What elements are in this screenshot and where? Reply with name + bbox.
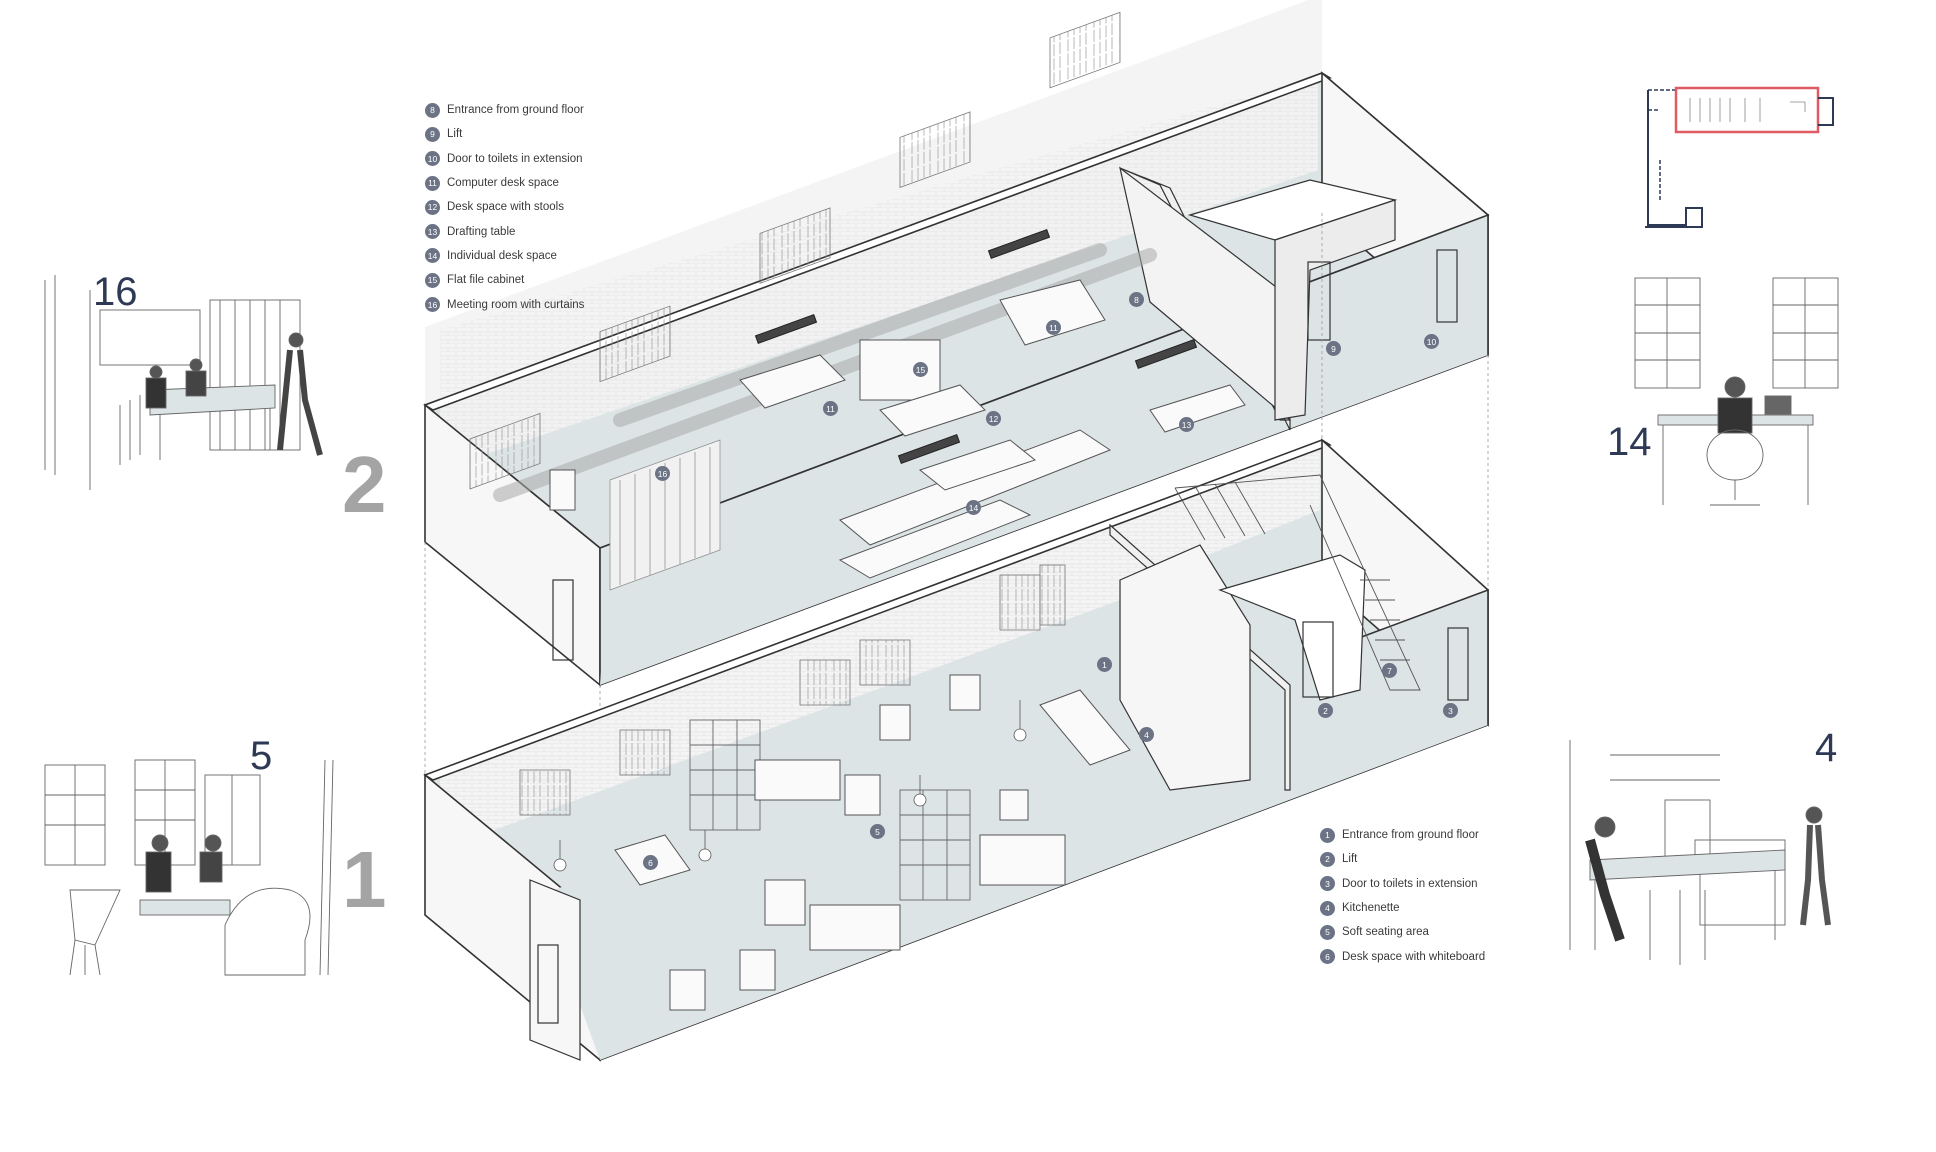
- vignette-number-kitchenette: 4: [1815, 726, 1838, 770]
- marker-desk-stools: 12: [986, 411, 1001, 426]
- legend-upper-floor: 8 Entrance from ground floor 9 Lift 10 Door…: [425, 98, 584, 317]
- legend-item: 15 Flat file cabinet: [425, 268, 584, 292]
- legend-label: Entrance from ground floor: [447, 104, 584, 117]
- legend-item: 5 Soft seating area: [1320, 920, 1485, 944]
- legend-label: Door to toilets in extension: [1342, 877, 1478, 890]
- vignette-kitchenette: [1569, 740, 1831, 965]
- legend-item: 12 Desk space with stools: [425, 195, 584, 219]
- legend-label: Computer desk space: [447, 177, 559, 190]
- legend-number: 12: [425, 199, 440, 215]
- legend-number: 4: [1320, 900, 1335, 916]
- marker-entrance-ground-floor: 1: [1097, 657, 1112, 672]
- legend-item: 4 Kitchenette: [1320, 896, 1485, 920]
- marker-meeting-room: 16: [655, 466, 670, 481]
- legend-number: 5: [1320, 924, 1335, 940]
- upper-floor: [423, 0, 1490, 687]
- legend-number: 16: [425, 297, 440, 313]
- legend-item: 14 Individual desk space: [425, 244, 584, 268]
- legend-number: 8: [425, 102, 440, 118]
- legend-label: Desk space with whiteboard: [1342, 950, 1486, 963]
- lower-back-wall: [440, 520, 1120, 850]
- legend-number: 6: [1320, 949, 1335, 965]
- marker-individual-desk: 14: [966, 500, 981, 515]
- vignette-soft-seating: [44, 759, 334, 976]
- legend-item: 6 Desk space with whiteboard: [1320, 944, 1485, 968]
- upper-furniture: [549, 279, 1246, 579]
- marker-lift-lower: 2: [1318, 703, 1333, 718]
- marker-lift-upper: 9: [1326, 341, 1341, 356]
- lower-floor: [423, 438, 1489, 1062]
- legend-number: 14: [425, 248, 440, 264]
- legend-number: 13: [425, 224, 440, 240]
- legend-number: 15: [425, 272, 440, 288]
- floor-number-upper: 2: [342, 440, 387, 529]
- legend-item: 8 Entrance from ground floor: [425, 98, 584, 122]
- marker-soft-seating: 5: [870, 824, 885, 839]
- marker-flat-file-cabinet: 15: [913, 362, 928, 377]
- legend-number: 3: [1320, 876, 1335, 892]
- legend-item: 16 Meeting room with curtains: [425, 292, 584, 316]
- marker-stairs: 7: [1382, 663, 1397, 678]
- legend-label: Lift: [1342, 853, 1358, 866]
- legend-label: Door to toilets in extension: [447, 152, 583, 165]
- lower-furniture: [614, 674, 1131, 1011]
- vignette-number-meeting-room: 16: [93, 270, 138, 314]
- marker-toilets-door-upper: 10: [1424, 334, 1439, 349]
- legend-label: Desk space with stools: [447, 201, 564, 214]
- legend-number: 2: [1320, 851, 1335, 867]
- legend-number: 11: [425, 175, 440, 191]
- marker-toilets-door-lower: 3: [1443, 703, 1458, 718]
- vignette-meeting-room: [44, 275, 323, 490]
- legend-label: Individual desk space: [447, 249, 557, 262]
- marker-computer-desk: 11: [823, 401, 838, 416]
- legend-number: 9: [425, 126, 440, 142]
- legend-label: Flat file cabinet: [447, 274, 525, 287]
- vignette-number-individual-desk: 14: [1607, 420, 1652, 464]
- upper-windows: [469, 11, 1121, 490]
- legend-number: 10: [425, 151, 440, 167]
- marker-kitchenette: 4: [1139, 727, 1154, 742]
- legend-label: Drafting table: [447, 225, 516, 238]
- lower-partition-wall: [1109, 523, 1291, 791]
- legend-item: 11 Computer desk space: [425, 171, 584, 195]
- key-plan: [1645, 86, 1834, 228]
- legend-item: 1 Entrance from ground floor: [1320, 823, 1485, 847]
- legend-label: Soft seating area: [1342, 926, 1429, 939]
- marker-computer-desk: 11: [1046, 320, 1061, 335]
- marker-drafting-table: 13: [1179, 417, 1194, 432]
- marker-entrance-upper: 8: [1129, 292, 1144, 307]
- legend-lower-floor: 1 Entrance from ground floor 2 Lift 3 Door …: [1320, 823, 1485, 969]
- legend-item: 10 Door to toilets in extension: [425, 147, 584, 171]
- lower-lift-block: [1218, 554, 1366, 701]
- vignette-individual-desk: [1634, 277, 1839, 506]
- legend-label: Kitchenette: [1342, 902, 1400, 915]
- vignette-number-soft-seating: 5: [250, 734, 273, 778]
- upper-back-wall-brick: [440, 76, 1318, 470]
- legend-item: 13 Drafting table: [425, 219, 584, 243]
- legend-label: Entrance from ground floor: [1342, 829, 1479, 842]
- marker-desk-whiteboard: 6: [643, 855, 658, 870]
- floor-number-lower: 1: [342, 835, 387, 924]
- legend-label: Lift: [447, 128, 463, 141]
- legend-item: 3 Door to toilets in extension: [1320, 872, 1485, 896]
- legend-number: 1: [1320, 827, 1335, 843]
- legend-item: 9 Lift: [425, 122, 584, 146]
- legend-item: 2 Lift: [1320, 847, 1485, 871]
- legend-label: Meeting room with curtains: [447, 298, 585, 311]
